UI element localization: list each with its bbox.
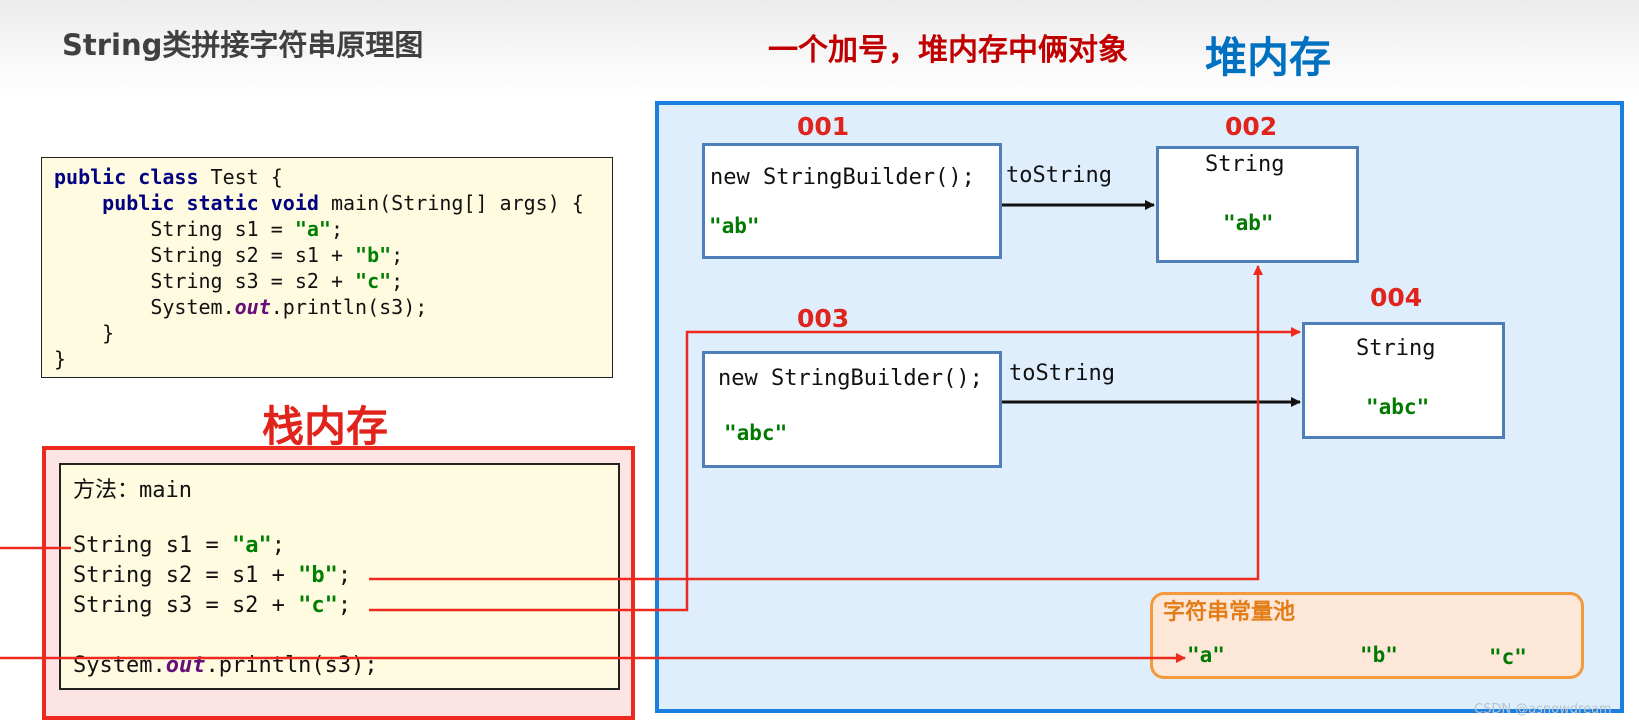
pool-item-c: "c": [1489, 645, 1527, 669]
tostring-label: toString: [1009, 361, 1115, 386]
code-line-1: public class Test {: [54, 164, 612, 190]
code-text: ;: [271, 533, 285, 558]
string-literal: "c": [298, 593, 338, 618]
code-text: String s3 = s2 +: [73, 593, 299, 618]
s2-reference-arrow: [369, 265, 1263, 581]
stack-line-s3: String s3 = s2 + "c";: [73, 593, 351, 618]
code-text: main(String[] args) {: [318, 191, 584, 215]
stringbuilder-003: [702, 351, 1002, 468]
string-type-label: String: [1356, 336, 1436, 361]
stack-line-s2: String s2 = s1 + "b";: [73, 563, 351, 588]
code-line-7: }: [54, 321, 115, 345]
string-constant-pool: [1150, 592, 1584, 679]
subtitle-note: 一个加号，堆内存中俩对象: [768, 33, 1128, 68]
stringbuilder-001: [702, 143, 1002, 259]
address-003: 003: [797, 304, 850, 333]
string-value: "ab": [1223, 211, 1274, 235]
code-text: ;: [337, 593, 352, 618]
static-field: out: [234, 295, 271, 319]
stringbuilder-value: "abc": [724, 421, 788, 445]
pool-item-a: "a": [1187, 643, 1225, 667]
pool-item-b: "b": [1360, 643, 1398, 667]
page-title: String类拼接字符串原理图: [62, 28, 424, 62]
string-literal: "a": [294, 217, 331, 241]
stringbuilder-value: "ab": [709, 214, 760, 238]
code-text: ;: [337, 563, 352, 588]
stringbuilder-code: new StringBuilder();: [710, 165, 975, 190]
code-text: ;: [391, 269, 404, 293]
string-value: "abc": [1366, 395, 1430, 419]
header-bar: [0, 0, 1639, 95]
address-001: 001: [797, 112, 850, 141]
code-line-6: System.out.println(s3);: [54, 294, 612, 320]
code-text: .println(s3);: [270, 295, 428, 319]
code-line-8: }: [54, 347, 67, 371]
code-line-3: String s1 = "a";: [54, 216, 612, 242]
code-text: Test {: [198, 165, 283, 189]
source-code-box: public class Test { public static void m…: [41, 157, 613, 378]
string-type-label: String: [1205, 152, 1285, 177]
code-text: String s1 =: [54, 217, 295, 241]
string-literal: "b": [298, 563, 338, 588]
watermark: CSDN @asnowdream: [1474, 702, 1612, 717]
code-text: ;: [330, 217, 343, 241]
address-002: 002: [1225, 112, 1278, 141]
tostring-label: toString: [1006, 163, 1112, 188]
code-line-5: String s3 = s2 + "c";: [54, 268, 612, 294]
keyword: public static void: [102, 191, 319, 215]
code-text: System.: [54, 295, 235, 319]
stack-label: 栈内存: [262, 402, 389, 451]
code-line-4: String s2 = s1 + "b";: [54, 242, 612, 268]
keyword: public class: [54, 165, 199, 189]
code-line-2: public static void main(String[] args) {: [54, 190, 612, 216]
stack-line-s1: String s1 = "a";: [73, 533, 285, 558]
pool-label: 字符串常量池: [1163, 600, 1296, 625]
code-text: String s2 = s1 +: [54, 243, 356, 267]
heap-label: 堆内存: [1205, 33, 1332, 82]
code-text: String s2 = s1 +: [73, 563, 299, 588]
string-literal: "b": [355, 243, 392, 267]
string-literal: "c": [355, 269, 392, 293]
address-004: 004: [1370, 283, 1423, 312]
main-frame-box: [59, 463, 620, 690]
stringbuilder-code: new StringBuilder();: [718, 366, 983, 391]
string-object-004: [1302, 322, 1505, 439]
s3-reference-arrow: [369, 327, 1301, 612]
string-object-002: [1156, 146, 1359, 263]
method-label: 方法：main: [73, 478, 192, 503]
string-literal: "a": [231, 533, 272, 558]
code-text: ;: [391, 243, 404, 267]
code-text: String s1 =: [73, 533, 232, 558]
code-text: String s3 = s2 +: [54, 269, 356, 293]
